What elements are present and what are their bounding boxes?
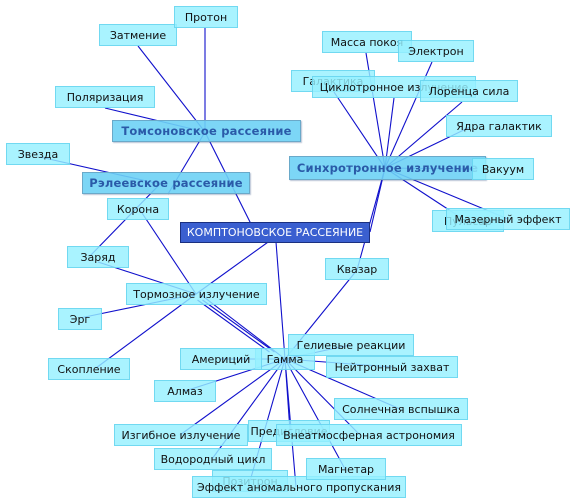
node-charge[interactable]: Заряд	[67, 246, 129, 268]
node-americium[interactable]: Америций	[180, 348, 262, 370]
node-rest-mass[interactable]: Масса покоя	[322, 31, 412, 53]
node-proton[interactable]: Протон	[174, 6, 238, 28]
connection-line	[89, 183, 161, 257]
node-electron[interactable]: Электрон	[398, 40, 474, 62]
node-magnetar[interactable]: Магнетар	[306, 458, 386, 480]
node-synchrotron-radiation[interactable]: Синхротронное излучение	[289, 156, 486, 180]
node-thomson-scattering[interactable]: Томсоновское рассеяние	[112, 120, 301, 142]
node-erg[interactable]: Эрг	[58, 308, 102, 330]
node-solar-flare[interactable]: Солнечная вспышка	[334, 398, 468, 420]
connection-line	[202, 299, 275, 353]
node-quasar[interactable]: Квазар	[325, 258, 389, 280]
connection-line	[284, 358, 361, 436]
node-galactic-nuclei[interactable]: Ядра галактик	[446, 115, 552, 137]
connection-line	[275, 241, 286, 360]
node-maser-effect[interactable]: Мазерный эффект	[446, 208, 570, 230]
node-diamond[interactable]: Алмаз	[154, 380, 216, 402]
node-star[interactable]: Звезда	[6, 143, 70, 165]
node-corona[interactable]: Корона	[107, 198, 169, 220]
connection-line	[139, 209, 197, 295]
node-polarization[interactable]: Поляризация	[55, 86, 155, 108]
node-extra-atmospheric-astronomy[interactable]: Внеатмосферная астрономия	[276, 424, 462, 446]
node-eclipse[interactable]: Затмение	[99, 24, 177, 46]
node-lorentz-force[interactable]: Лоренца сила	[420, 80, 518, 102]
connection-line	[197, 299, 270, 353]
connection-line	[179, 358, 286, 436]
node-anomalous-transmission[interactable]: Эффект аномального пропускания	[192, 476, 406, 498]
node-neutron-capture[interactable]: Нейтронный захват	[326, 356, 458, 378]
connection-line	[95, 293, 197, 369]
node-cluster[interactable]: Скопление	[48, 358, 130, 380]
connection-line	[137, 45, 206, 133]
node-helium-reactions[interactable]: Гелиевые реакции	[288, 334, 414, 356]
connection-line	[333, 91, 386, 169]
node-compton-scattering[interactable]: КОМПТОНОВСКОЕ РАССЕЯНИЕ	[180, 222, 370, 243]
connection-line	[284, 358, 346, 470]
node-vacuum[interactable]: Вакуум	[472, 158, 534, 180]
node-rayleigh-scattering[interactable]: Рэлеевское рассеяние	[82, 172, 250, 194]
connection-line	[356, 167, 386, 271]
node-hydrogen-cycle[interactable]: Водородный цикл	[154, 448, 272, 470]
connection-line	[284, 358, 291, 432]
node-bremsstrahlung[interactable]: Тормозное излучение	[126, 283, 267, 305]
node-bending-radiation[interactable]: Изгибное излучение	[114, 424, 248, 446]
